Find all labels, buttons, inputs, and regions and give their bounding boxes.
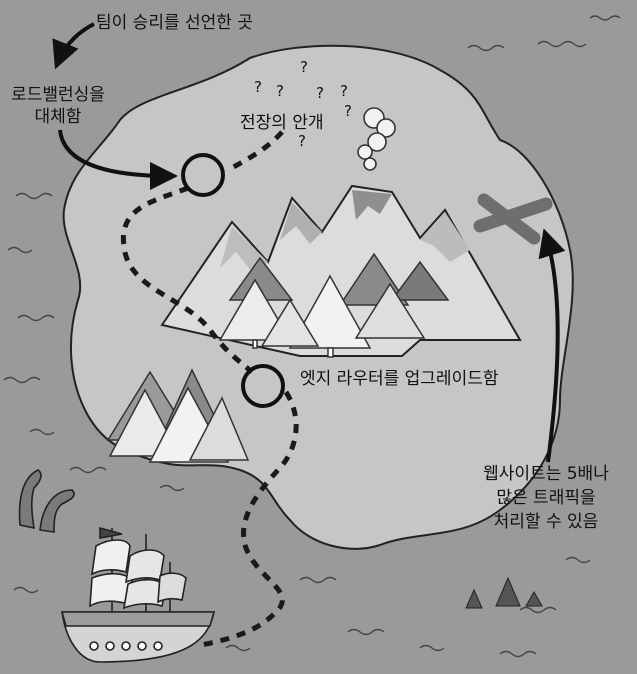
pirate-ship xyxy=(60,526,216,663)
question-mark: ? xyxy=(344,102,352,120)
sea-monster-tentacle xyxy=(18,469,75,533)
arrow-replace-lb xyxy=(58,129,178,190)
question-mark: ? xyxy=(276,82,284,100)
label-replace-lb-line2: 대체함 xyxy=(34,107,82,127)
label-edge-router: 엣지 라우터를 업그레이드함 xyxy=(300,369,499,389)
sea-rocks xyxy=(465,576,543,609)
route-circle-edge-router xyxy=(241,364,285,408)
volcano-smoke xyxy=(357,107,396,171)
label-replace-load-balancing: 로드밸런싱을 대체함 xyxy=(6,84,110,128)
label-team-victory: 팀이 승리를 선언한 곳 xyxy=(96,13,253,33)
question-mark: ? xyxy=(340,82,348,100)
sea-waves xyxy=(3,15,621,658)
question-mark: ? xyxy=(254,78,262,96)
question-mark: ? xyxy=(316,84,324,102)
route-circle-load-balancer xyxy=(181,153,225,197)
route-path xyxy=(120,130,299,649)
label-website-line1: 웹사이트는 5배나 xyxy=(483,464,609,484)
question-mark: ? xyxy=(298,132,306,150)
mountain-forest xyxy=(218,252,450,358)
small-forest xyxy=(106,368,250,463)
arrow-team-victory xyxy=(52,22,95,70)
question-mark: ? xyxy=(300,58,308,76)
treasure-x-mark xyxy=(473,193,553,245)
label-website-line2: 많은 트래픽을 xyxy=(496,488,596,508)
label-website-traffic: 웹사이트는 5배나 많은 트래픽을 처리할 수 있음 xyxy=(456,462,636,534)
label-website-line3: 처리할 수 있음 xyxy=(493,512,599,532)
label-fog-of-war: 전장의 안개 xyxy=(240,113,324,133)
label-replace-lb-line1: 로드밸런싱을 xyxy=(11,85,105,105)
arrow-website xyxy=(538,228,566,463)
